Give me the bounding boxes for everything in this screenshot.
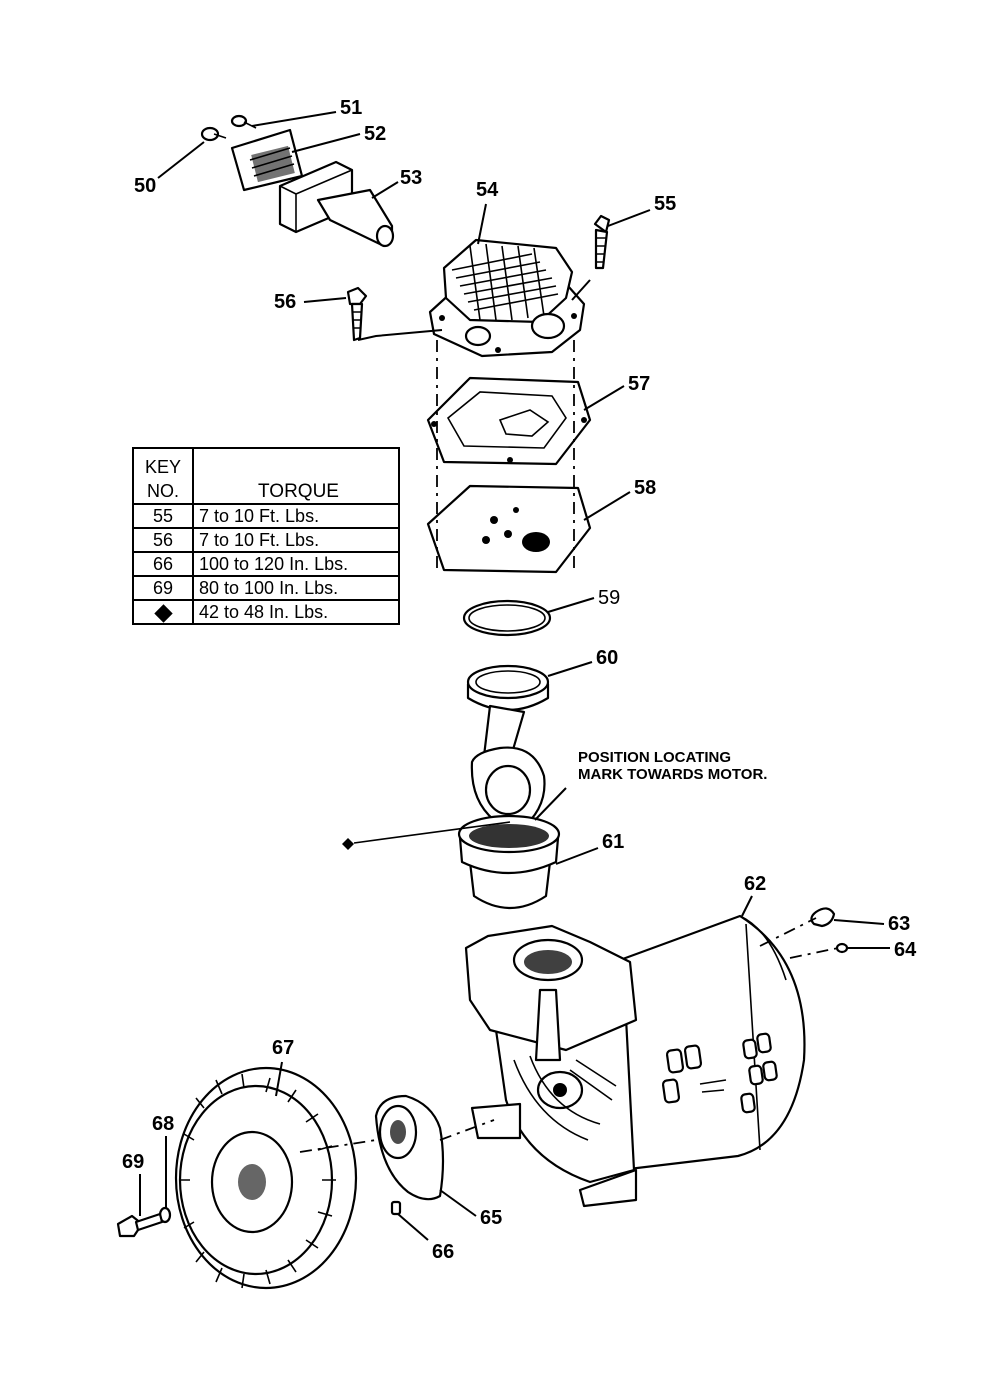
- part-61-cylinder-sleeve: [457, 814, 561, 910]
- callout-60: 60: [596, 647, 618, 669]
- part-59-o-ring: [462, 599, 552, 637]
- torque-table: KEY NO. TORQUE 55 7 to 10 Ft. Lbs. 56 7 …: [132, 447, 400, 625]
- leader-lines: [139, 111, 890, 1241]
- callout-59: 59: [598, 587, 620, 609]
- callout-54: 54: [476, 179, 499, 201]
- callout-63: 63: [888, 913, 910, 935]
- part-66-set-screw: [390, 1200, 402, 1216]
- table-row: 42 to 48 In. Lbs.: [132, 599, 400, 625]
- row-key: 66: [132, 551, 194, 577]
- row-torque: 7 to 10 Ft. Lbs.: [192, 503, 400, 529]
- callout-65: 65: [480, 1207, 502, 1229]
- header-torque: TORQUE: [192, 447, 400, 505]
- callout-53: 53: [400, 167, 422, 189]
- callout-62: 62: [744, 873, 766, 895]
- part-60-piston-rod: [466, 664, 550, 838]
- table-row: 69 80 to 100 In. Lbs.: [132, 575, 400, 601]
- callout-69: 69: [122, 1151, 144, 1173]
- row-key-diamond: [132, 599, 194, 625]
- part-50-screw: [200, 126, 227, 142]
- part-63-clip: [810, 907, 836, 928]
- callout-64: 64: [894, 939, 917, 961]
- callout-51: 51: [340, 97, 362, 119]
- callout-58: 58: [634, 477, 656, 499]
- row-torque: 7 to 10 Ft. Lbs.: [192, 527, 400, 553]
- callout-56: 56: [274, 291, 296, 313]
- part-64-screw: [835, 942, 849, 954]
- callout-61: 61: [602, 831, 624, 853]
- row-key: 69: [132, 575, 194, 601]
- row-torque: 42 to 48 In. Lbs.: [192, 599, 400, 625]
- part-58-valve-plate: [426, 484, 592, 574]
- part-67-blower-wheel: [174, 1066, 358, 1290]
- note-line-1: POSITION LOCATING: [578, 749, 731, 766]
- callout-57: 57: [628, 373, 650, 395]
- header-key-line-1: KEY: [144, 457, 182, 477]
- header-key-no: KEY NO.: [132, 447, 194, 505]
- row-torque: 80 to 100 In. Lbs.: [192, 575, 400, 601]
- callout-52: 52: [364, 123, 386, 145]
- note-line-2: MARK TOWARDS MOTOR.: [578, 766, 767, 783]
- table-row: 56 7 to 10 Ft. Lbs.: [132, 527, 400, 553]
- torque-table-header: KEY NO. TORQUE: [132, 447, 400, 505]
- row-torque: 100 to 120 In. Lbs.: [192, 551, 400, 577]
- row-key: 56: [132, 527, 194, 553]
- part-52-filter-element: [230, 128, 304, 192]
- callout-55: 55: [654, 193, 676, 215]
- callout-50: 50: [134, 175, 156, 197]
- part-51-screw: [230, 114, 257, 129]
- part-57-gasket: [426, 376, 592, 466]
- callout-68: 68: [152, 1113, 174, 1135]
- callout-67: 67: [272, 1037, 294, 1059]
- callout-66: 66: [432, 1241, 454, 1263]
- diamond-icon: [153, 604, 173, 623]
- diamond-marker-icon: [342, 838, 354, 850]
- header-key-line-2: NO.: [146, 481, 179, 501]
- part-62-crankcase-motor: [464, 914, 806, 1208]
- part-65-fan-hub: [374, 1094, 445, 1201]
- part-55-bolt: [593, 214, 611, 270]
- table-row: 55 7 to 10 Ft. Lbs.: [132, 503, 400, 529]
- part-54-cylinder-head: [428, 238, 586, 358]
- part-56-bolt: [346, 286, 368, 342]
- row-key: 55: [132, 503, 194, 529]
- part-53-filter-housing: [278, 160, 395, 248]
- part-69-bolt: [116, 1212, 164, 1238]
- table-row: 66 100 to 120 In. Lbs.: [132, 551, 400, 577]
